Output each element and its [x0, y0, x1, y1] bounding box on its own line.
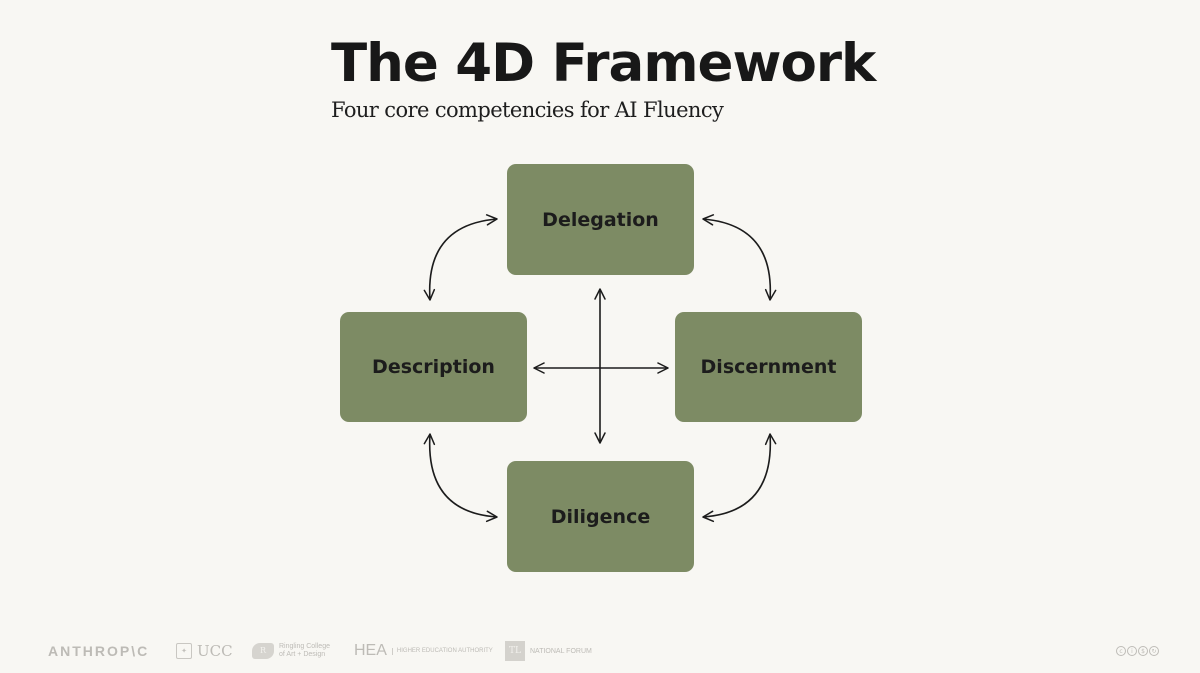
node-delegation: Delegation [507, 164, 694, 275]
national-forum-logo-text: NATIONAL FORUM [530, 647, 592, 655]
node-diligence: Diligence [507, 461, 694, 572]
ucc-logo: ✦ UCC [176, 636, 233, 666]
footer-logos: ANTHROP\C ✦ UCC R Ringling College of Ar… [0, 636, 1200, 666]
national-forum-logo: TL NATIONAL FORUM [505, 636, 592, 666]
node-discernment: Discernment [675, 312, 862, 422]
creative-commons-license: c i $ ↻ [1116, 636, 1159, 666]
hea-logo: HEA HIGHER EDUCATION AUTHORITY [354, 636, 493, 666]
slide-subtitle: Four core competencies for AI Fluency [331, 98, 724, 122]
hea-logo-text: HEA [354, 642, 387, 659]
ucc-logo-text: UCC [197, 642, 233, 660]
node-description: Description [340, 312, 527, 422]
ringling-mark-icon: R [252, 643, 274, 659]
arrow-discernment-diligence [702, 433, 777, 523]
arrow-delegation-discernment [702, 214, 777, 301]
by-icon: i [1127, 646, 1137, 656]
ringling-logo-line-1: Ringling College [279, 643, 330, 650]
ucc-seal-icon: ✦ [176, 643, 192, 659]
ringling-logo-line-2: of Art + Design [279, 651, 326, 658]
sa-icon: ↻ [1149, 646, 1159, 656]
nc-icon: $ [1138, 646, 1148, 656]
ringling-logo: R Ringling College of Art + Design [252, 636, 330, 666]
arrow-delegation-description [423, 214, 498, 301]
hea-logo-full-name: HIGHER EDUCATION AUTHORITY [391, 647, 493, 655]
cc-icon: c [1116, 646, 1126, 656]
slide-title: The 4D Framework [331, 33, 876, 94]
arrow-description-diligence [423, 433, 498, 523]
national-forum-mark-icon: TL [505, 641, 525, 661]
anthropic-logo: ANTHROP\C [48, 643, 150, 659]
